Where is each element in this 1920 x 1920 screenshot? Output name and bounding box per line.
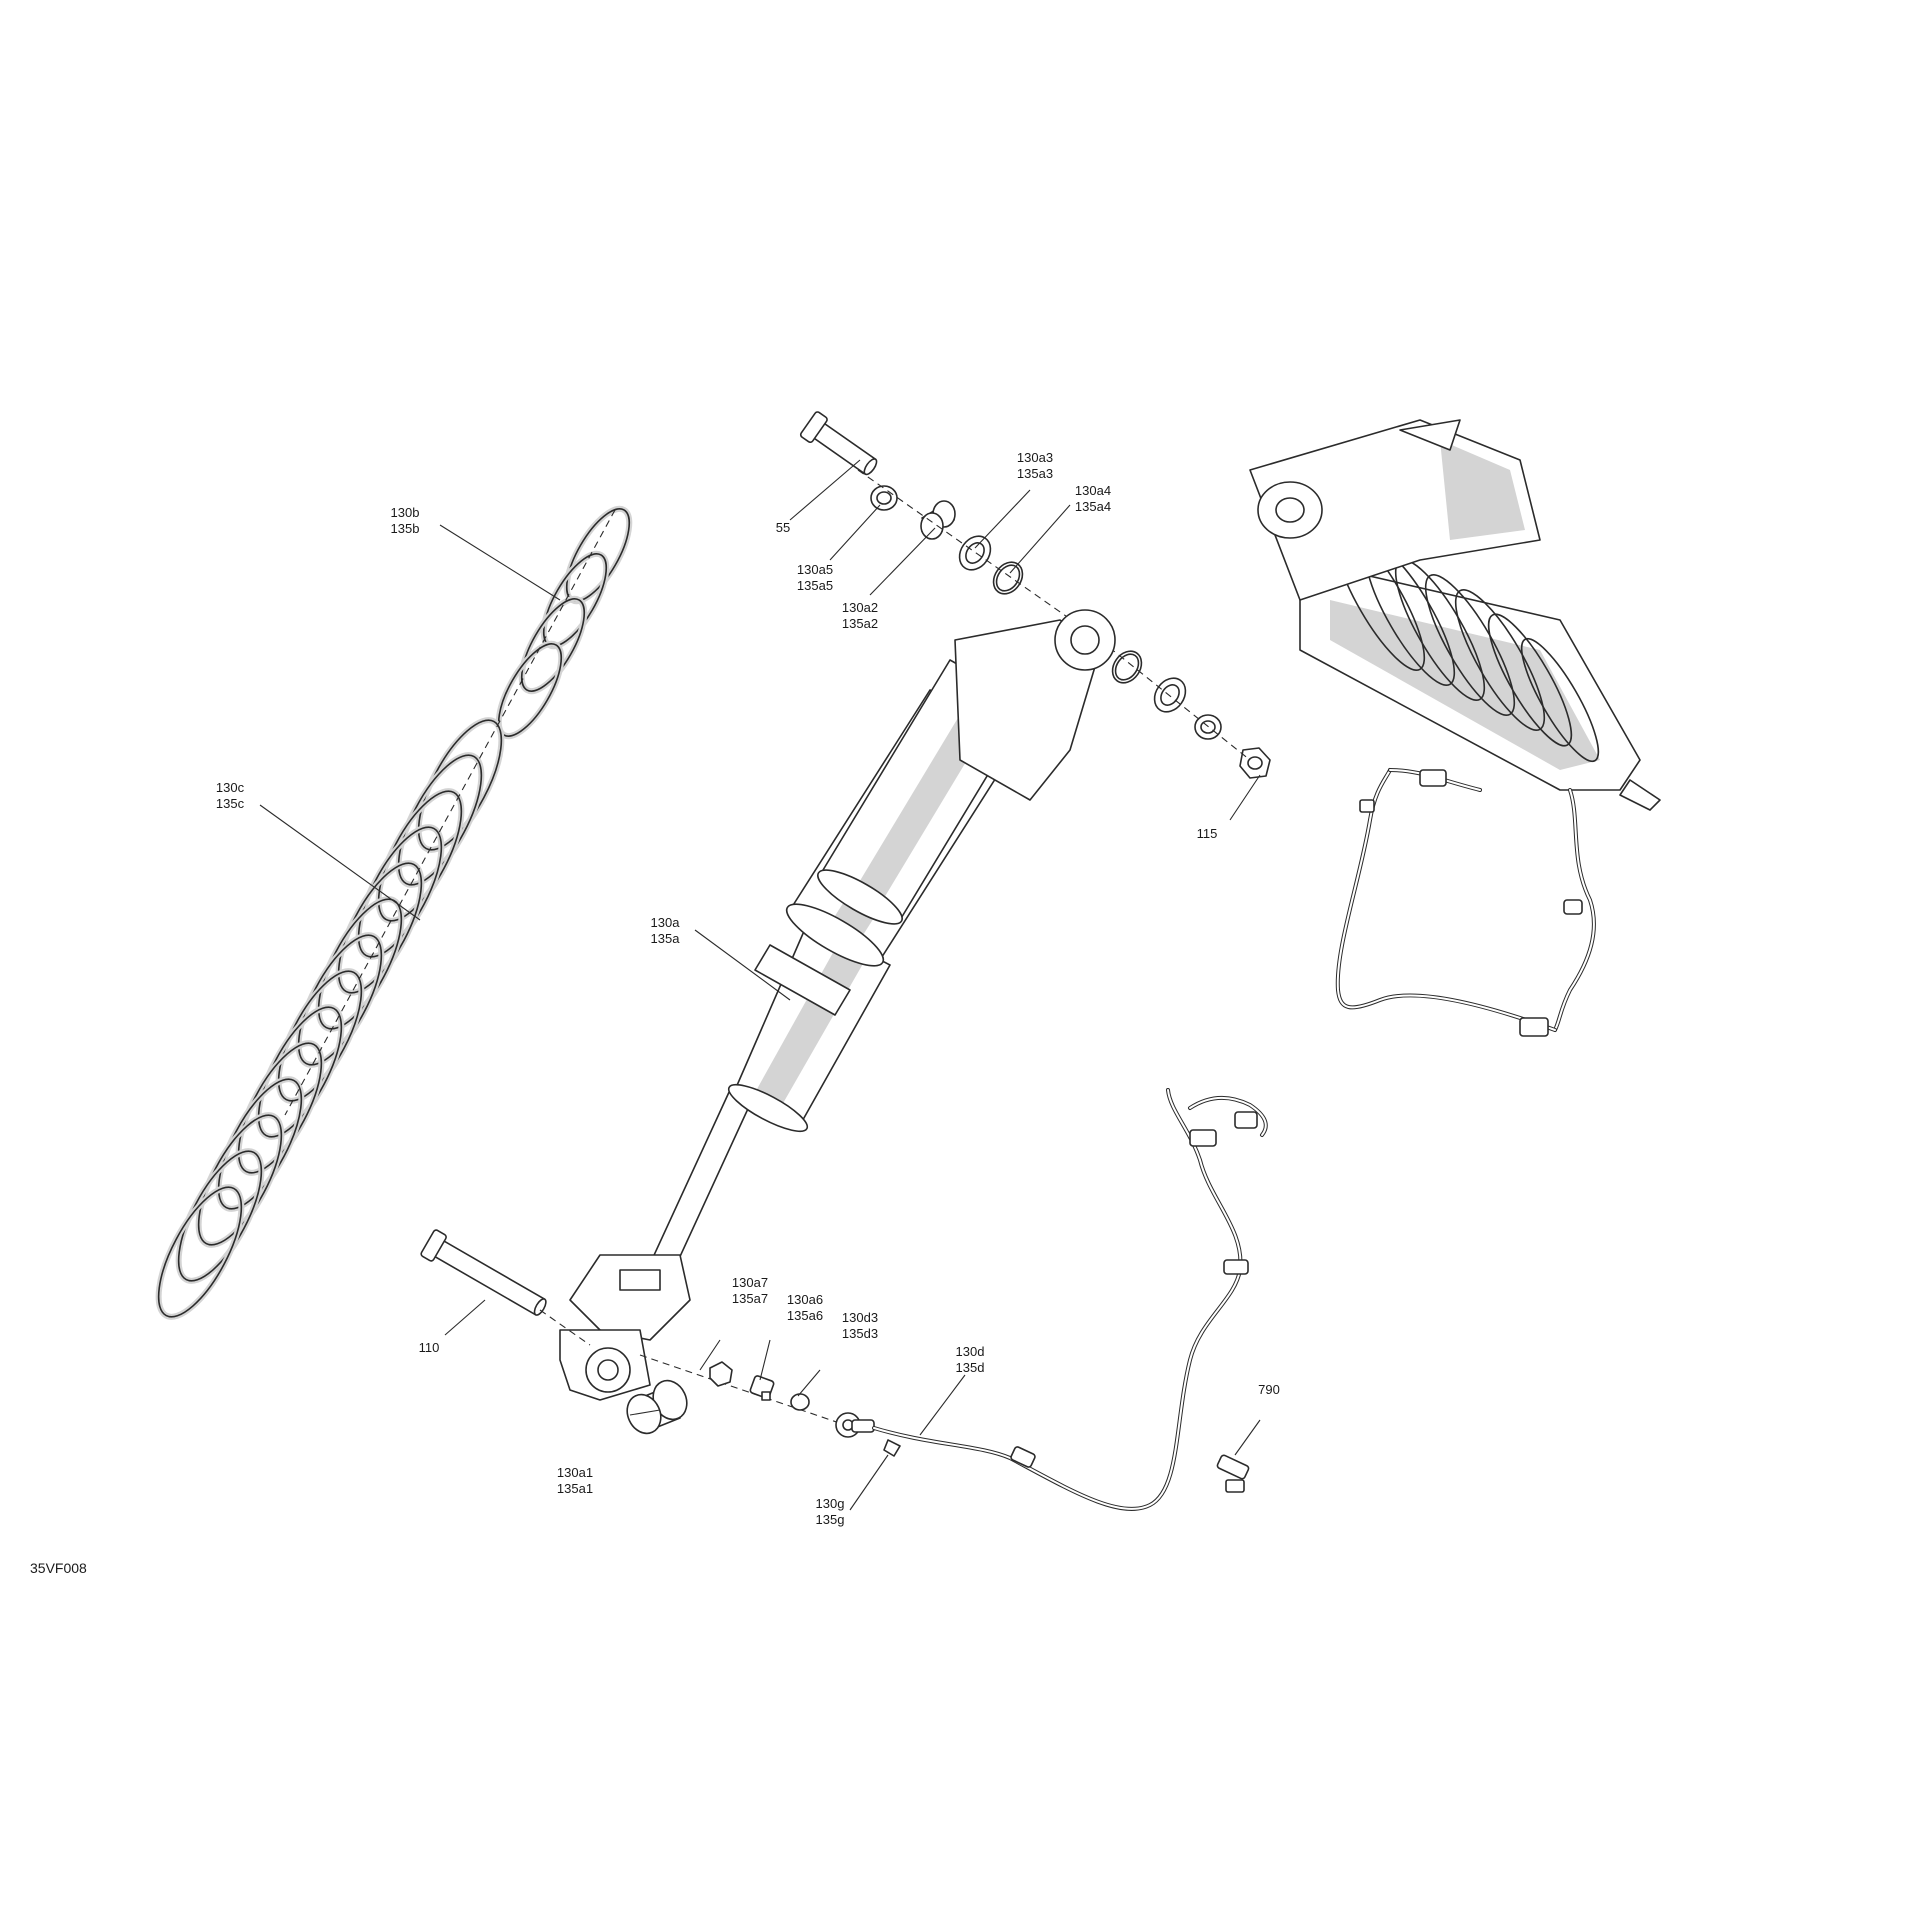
- bushing-130a5: [870, 485, 898, 511]
- clip-790: [1216, 1454, 1250, 1493]
- spring-130b: [495, 505, 633, 740]
- assembled-shock: [1249, 419, 1661, 1037]
- bushing-130a1: [626, 1379, 688, 1435]
- plug-130g: [883, 1439, 901, 1457]
- bushing-130a2: [920, 500, 956, 540]
- label-110: 110: [418, 1340, 440, 1355]
- ring-130a4: [992, 561, 1024, 595]
- wire-harness-130d: [872, 1088, 1268, 1511]
- washer-right-2: [1153, 677, 1187, 713]
- nut-115: [1239, 747, 1271, 779]
- leader-lines: [259, 459, 1261, 1511]
- nut-130a7: [709, 1361, 733, 1387]
- bolt-110: [420, 1229, 547, 1316]
- ring-right-1: [1111, 650, 1143, 684]
- ring-130d3: [790, 1393, 810, 1411]
- label-55: 55: [775, 520, 791, 535]
- label-115: 115: [1196, 826, 1218, 841]
- fitting-130a6: [749, 1375, 775, 1401]
- bolt-55: [799, 411, 878, 476]
- label-790: 790: [1258, 1382, 1280, 1397]
- shock-absorber-130a: [559, 609, 1116, 1401]
- diagram-code: 35VF008: [30, 1560, 87, 1576]
- washer-130a3: [958, 535, 992, 571]
- spring-130c: [155, 717, 505, 1320]
- sensor-130d: [835, 1412, 875, 1438]
